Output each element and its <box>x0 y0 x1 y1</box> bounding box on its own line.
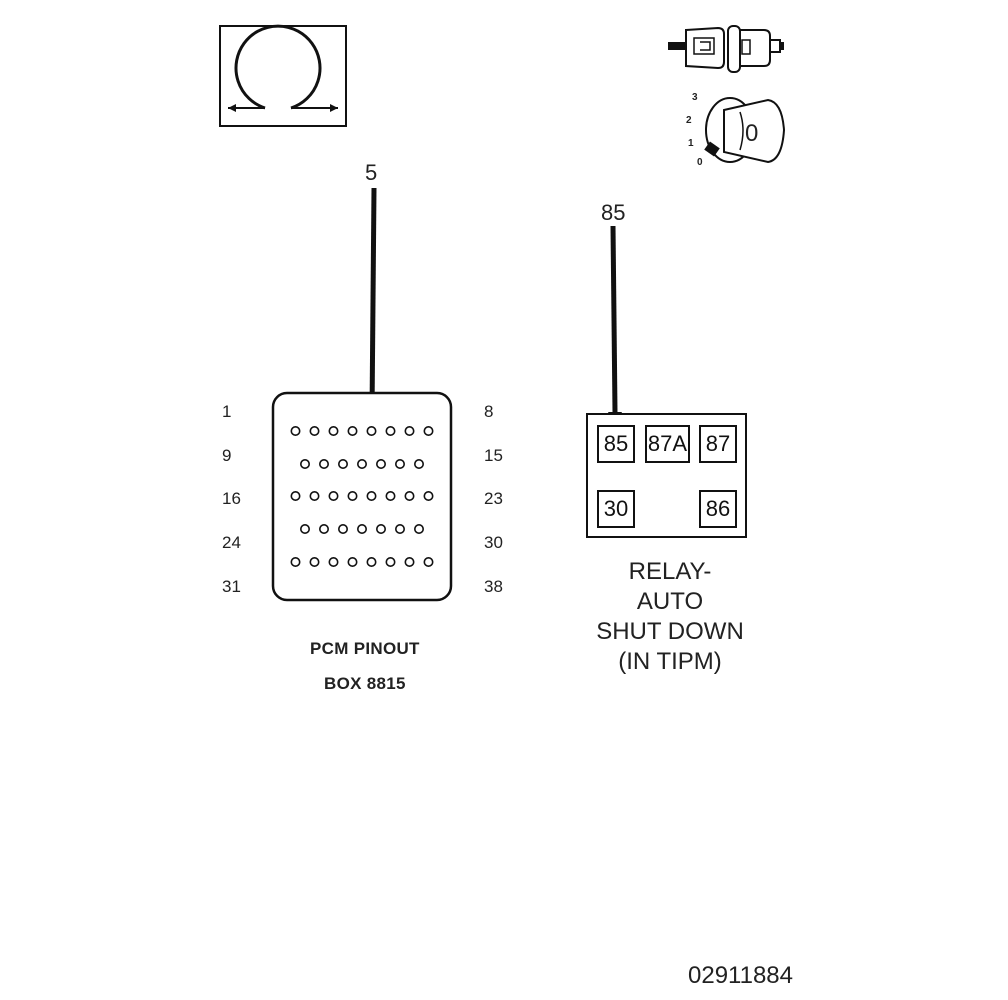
ignition-position-1: 1 <box>688 138 694 149</box>
pcm-pin-hole <box>309 425 320 436</box>
pcm-pin-hole <box>356 523 367 534</box>
pcm-pin-hole <box>423 425 434 436</box>
pcm-pin-hole <box>404 556 415 567</box>
pcm-pin-hole <box>413 458 424 469</box>
relay-pin-87a: 87A <box>645 425 690 463</box>
pcm-pin-hole <box>413 523 424 534</box>
pcm-probe-label: 5 <box>365 160 378 185</box>
pcm-row-end-5: 38 <box>484 577 503 596</box>
pcm-pin-hole <box>385 556 396 567</box>
relay-pin-30: 30 <box>597 490 635 528</box>
relay-probe-label: 85 <box>601 200 626 225</box>
disconnected-connector-icon <box>668 25 784 73</box>
relay-pin-85: 85 <box>597 425 635 463</box>
ignition-key-label: 0 <box>745 120 759 147</box>
pcm-pin-hole <box>375 458 386 469</box>
pcm-pin-hole <box>347 556 358 567</box>
relay-label-line4: (IN TIPM) <box>618 648 722 675</box>
relay-probe-arrow <box>608 225 622 426</box>
pcm-pin-hole <box>375 523 386 534</box>
pcm-pin-hole <box>290 556 301 567</box>
pcm-pin-hole <box>366 425 377 436</box>
pcm-pin-hole <box>404 425 415 436</box>
pcm-pin-hole <box>404 490 415 501</box>
relay-label-line1: RELAY- <box>628 558 712 585</box>
pcm-pin-hole <box>385 425 396 436</box>
pcm-pin-hole <box>290 425 301 436</box>
pcm-pin-hole <box>337 458 348 469</box>
pcm-pin-hole <box>394 458 405 469</box>
pcm-pin-hole <box>423 490 434 501</box>
pcm-pin-hole <box>299 458 310 469</box>
pcm-row-start-3: 16 <box>222 489 241 508</box>
relay-label: RELAY- AUTO SHUT DOWN (IN TIPM) <box>580 557 760 677</box>
pcm-pin-hole <box>309 490 320 501</box>
pcm-pin-hole <box>290 490 301 501</box>
pcm-pin-hole <box>318 458 329 469</box>
pcm-pin-hole <box>385 490 396 501</box>
ignition-position-0: 0 <box>697 157 703 168</box>
pcm-caption-line1: PCM PINOUT <box>310 639 420 658</box>
figure-id: 02911884 <box>688 962 793 989</box>
pcm-pin-grid <box>290 425 434 567</box>
pcm-pin-hole <box>337 523 348 534</box>
pcm-pin-hole <box>366 556 377 567</box>
pcm-pin-hole <box>328 556 339 567</box>
pcm-pin-hole <box>347 490 358 501</box>
pcm-pin-hole <box>318 523 329 534</box>
pcm-row-end-1: 8 <box>484 402 494 421</box>
pcm-caption-line2: BOX 8815 <box>324 674 406 693</box>
ignition-position-3: 3 <box>692 92 698 103</box>
pcm-row-start-2: 9 <box>222 446 232 465</box>
pcm-row-end-4: 30 <box>484 533 503 552</box>
pcm-pin-hole <box>394 523 405 534</box>
pcm-row-start-5: 31 <box>222 577 241 596</box>
pcm-pin-hole <box>366 490 377 501</box>
ignition-position-2: 2 <box>686 115 692 126</box>
pcm-pin-hole <box>328 490 339 501</box>
pcm-row-end-2: 15 <box>484 446 503 465</box>
pcm-pin-hole <box>423 556 434 567</box>
relay-pin-87: 87 <box>699 425 737 463</box>
pcm-connector-body <box>271 391 453 602</box>
ignition-key-icon <box>704 97 786 164</box>
pcm-row-start-1: 1 <box>222 402 232 421</box>
pcm-pin-hole <box>299 523 310 534</box>
ohmmeter-icon <box>219 24 347 127</box>
pcm-pin-hole <box>347 425 358 436</box>
pcm-pin-hole <box>309 556 320 567</box>
pcm-pin-hole <box>356 458 367 469</box>
relay-label-line3: SHUT DOWN <box>596 618 744 645</box>
relay-label-line2: AUTO <box>636 588 704 615</box>
pcm-row-end-3: 23 <box>484 489 503 508</box>
pcm-pin-hole <box>328 425 339 436</box>
pcm-row-start-4: 24 <box>222 533 241 552</box>
relay-pin-86: 86 <box>699 490 737 528</box>
